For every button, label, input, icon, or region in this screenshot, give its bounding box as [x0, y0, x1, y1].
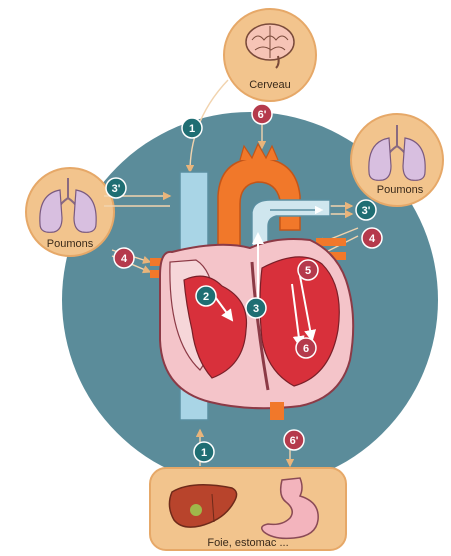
- organs-label: Foie, estomac ...: [207, 537, 288, 549]
- svg-text:6': 6': [290, 435, 299, 447]
- svg-text:1: 1: [201, 447, 207, 459]
- badge-2: 2: [196, 286, 216, 306]
- svg-text:4: 4: [369, 233, 376, 245]
- badge-3: 3: [246, 298, 266, 318]
- lungs-left-label: Poumons: [47, 238, 94, 250]
- svg-text:3': 3': [112, 183, 121, 195]
- badge-4-left: 4: [114, 248, 134, 268]
- badge-1-bottom: 1: [194, 442, 214, 462]
- brain-label: Cerveau: [249, 79, 291, 91]
- svg-text:4: 4: [121, 253, 128, 265]
- svg-text:5: 5: [305, 265, 311, 277]
- svg-text:1: 1: [189, 123, 195, 135]
- svg-text:6': 6': [258, 109, 267, 121]
- svg-text:3: 3: [253, 303, 259, 315]
- badge-1-top: 1: [182, 118, 202, 138]
- badge-4-right: 4: [362, 228, 382, 248]
- lungs-left-panel: Poumons: [26, 168, 114, 256]
- lungs-right-label: Poumons: [377, 184, 424, 196]
- svg-text:6: 6: [303, 343, 309, 355]
- badge-6p-bottom: 6': [284, 430, 304, 450]
- organs-panel: Foie, estomac ...: [150, 468, 346, 550]
- svg-text:2: 2: [203, 291, 209, 303]
- brain-panel: Cerveau: [224, 9, 316, 101]
- badge-6: 6: [296, 338, 316, 358]
- badge-6p-top: 6': [252, 104, 272, 124]
- badge-3p-right: 3': [356, 200, 376, 220]
- svg-text:3': 3': [362, 205, 371, 217]
- badge-3p-left: 3': [106, 178, 126, 198]
- lungs-right-panel: Poumons: [351, 114, 443, 206]
- badge-5: 5: [298, 260, 318, 280]
